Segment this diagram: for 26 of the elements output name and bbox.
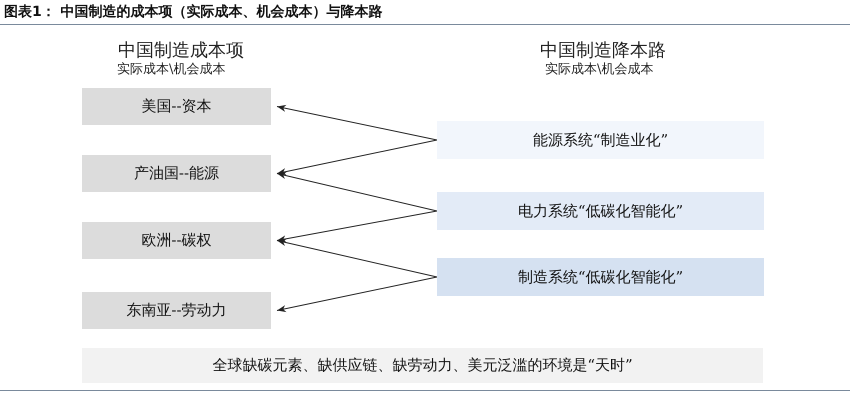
- cost-box: [82, 155, 271, 192]
- arrow: [276, 172, 438, 212]
- box-text: 产油国--能源: [134, 164, 220, 183]
- box-text: 能源系统“制造业化”: [532, 130, 668, 150]
- arrow: [276, 239, 438, 278]
- arrow: [276, 210, 438, 242]
- box-text: 美国--资本: [141, 97, 212, 116]
- arrow: [276, 104, 438, 140]
- box-text: 全球缺碳元素、缺供应链、缺劳动力、美元泛滥的环境是“天时”: [212, 356, 633, 375]
- box-text: 欧洲--碳权: [141, 231, 212, 250]
- cost-box: [82, 292, 271, 329]
- column-heading: 中国制造成本项: [118, 39, 244, 62]
- solution-box: [437, 192, 764, 230]
- solution-box: [437, 258, 764, 296]
- cost-box: [82, 88, 271, 125]
- box-text: 东南亚--劳动力: [126, 301, 227, 320]
- arrow: [276, 276, 438, 312]
- box-text: 电力系统“低碳化智能化”: [518, 202, 684, 220]
- cost-box: [82, 222, 271, 259]
- box-text: 制造系统“低碳化智能化”: [518, 268, 684, 286]
- column-subheading: 实际成本\机会成本: [117, 61, 226, 78]
- figure-title: 图表1： 中国制造的成本项（实际成本、机会成本）与降本路: [4, 3, 383, 21]
- column-heading: 中国制造降本路: [540, 39, 666, 62]
- arrow: [276, 140, 438, 176]
- solution-box: [437, 121, 764, 159]
- column-subheading: 实际成本\机会成本: [545, 61, 654, 78]
